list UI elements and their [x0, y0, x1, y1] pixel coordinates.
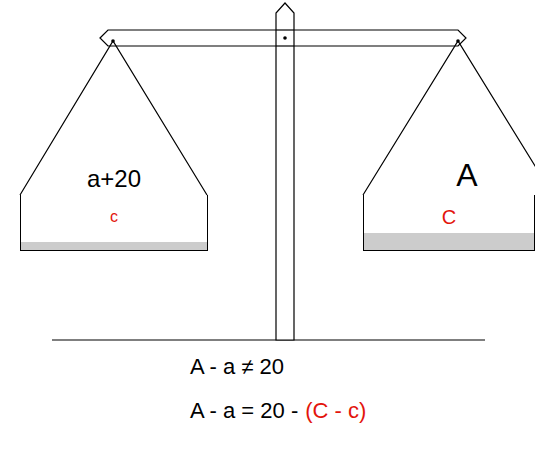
equation-text: A - a = 20 -: [190, 400, 298, 422]
pan-load-label: c: [110, 209, 118, 225]
hanger-strings: [20, 41, 207, 195]
scale-pan: a+20c: [20, 195, 208, 251]
equation-text: A - a ≠ 20: [190, 356, 284, 378]
post-joint: [276, 29, 294, 30]
pan-load-label: C: [442, 207, 456, 227]
weight-label: a+20: [87, 167, 141, 191]
ground-line: [52, 339, 485, 340]
scale-pan: AC: [363, 195, 535, 251]
pan-fill: [21, 242, 207, 250]
pan-fill: [364, 233, 534, 250]
equation-text: (C - c): [305, 400, 366, 422]
weight-label: A: [456, 159, 477, 191]
post: [276, 3, 294, 340]
pivot-dot: [283, 36, 287, 40]
hanger-strings: [363, 41, 535, 195]
post-joint: [276, 45, 294, 46]
